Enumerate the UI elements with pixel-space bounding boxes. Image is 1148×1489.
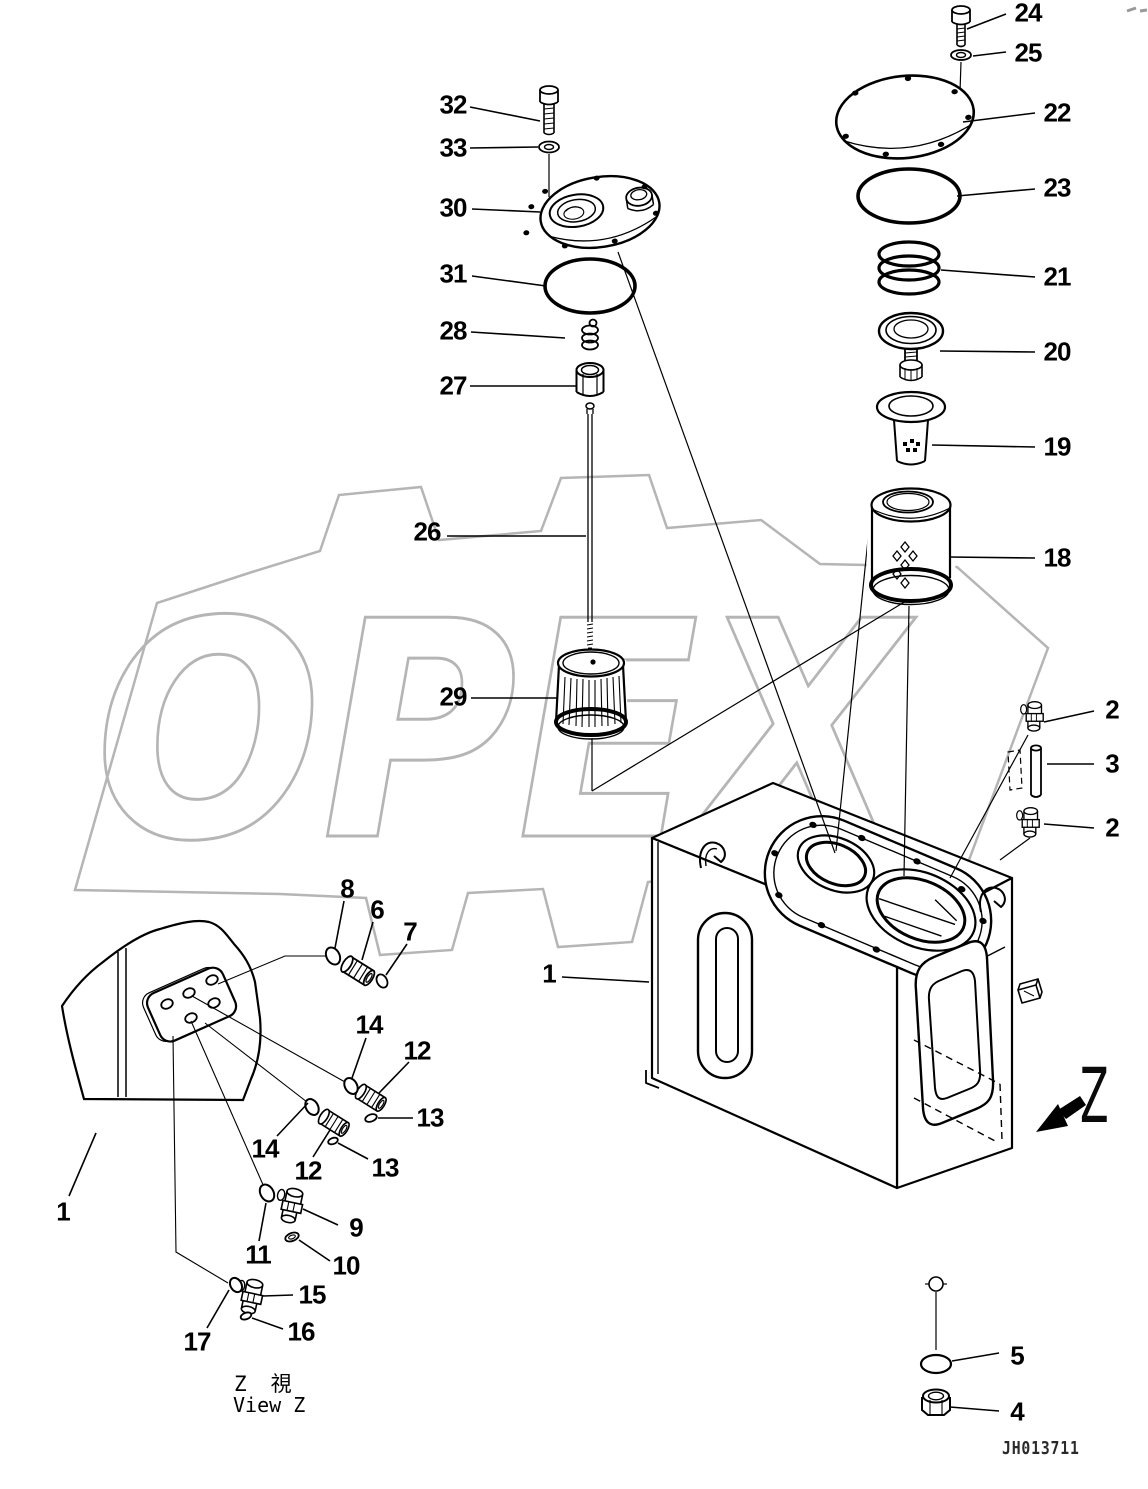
part-callout-28: 28	[439, 315, 468, 346]
part-callout-33: 33	[439, 132, 468, 163]
part-callout-6: 6	[370, 894, 385, 925]
part-callout-20: 20	[1043, 336, 1072, 367]
part-callout-2: 2	[1105, 694, 1120, 725]
part-callout-3: 3	[1105, 748, 1120, 779]
part-callout-12: 12	[294, 1155, 323, 1186]
lifting-hook-right	[979, 886, 1006, 913]
rod-26	[585, 402, 595, 649]
manhole-left	[796, 834, 876, 894]
part-callout-14: 14	[355, 1009, 384, 1040]
washer-33	[538, 140, 560, 154]
oring-14a	[343, 1077, 359, 1095]
bolt-32	[539, 85, 559, 136]
part-callout-26: 26	[413, 516, 442, 547]
part-callout-25: 25	[1014, 37, 1043, 68]
part-callout-2: 2	[1105, 812, 1120, 843]
spring-28	[581, 318, 599, 351]
view-z-marker: Z	[1080, 1051, 1109, 1140]
oring-8	[324, 946, 342, 966]
washer-25	[950, 49, 972, 61]
part-callout-8: 8	[340, 873, 355, 904]
callout-leader-lines	[68, 13, 1095, 1412]
bolt-24	[951, 5, 971, 48]
view-z-arrow	[1036, 1096, 1086, 1132]
drawing-id: JH013711	[1002, 1438, 1080, 1459]
strainer-19	[875, 390, 947, 466]
view-caption-z: Z	[234, 1372, 247, 1396]
manhole-right	[865, 868, 977, 952]
drain-parts	[919, 1292, 953, 1416]
oring-13b	[327, 1136, 339, 1146]
right-fittings	[1007, 701, 1044, 838]
part-callout-5: 5	[1010, 1340, 1025, 1371]
middle-parts-column	[523, 85, 661, 740]
part-callout-24: 24	[1014, 0, 1043, 28]
part-callout-11: 11	[245, 1239, 271, 1270]
part-callout-16: 16	[287, 1316, 316, 1347]
filter-29	[554, 648, 628, 740]
part-callout-1: 1	[542, 958, 557, 989]
part-callout-4: 4	[1010, 1396, 1025, 1427]
plate-to-fitting-lines	[172, 955, 346, 1284]
gear-outline	[73, 473, 1050, 957]
tube-3	[1030, 744, 1042, 798]
part-callout-17: 17	[183, 1326, 212, 1357]
part-callout-21: 21	[1043, 261, 1072, 292]
mounting-plate	[141, 966, 238, 1043]
part-callout-27: 27	[439, 370, 468, 401]
part-callout-32: 32	[439, 89, 468, 120]
part-callout-31: 31	[439, 258, 468, 289]
part-callout-18: 18	[1043, 542, 1072, 573]
part-callout-23: 23	[1043, 172, 1072, 203]
part-callout-14: 14	[251, 1133, 280, 1164]
oring-13a	[364, 1113, 378, 1123]
part-callout-12: 12	[403, 1035, 432, 1066]
assembly-axis-lines	[548, 61, 1031, 879]
cube-fitting	[1017, 978, 1043, 1004]
part-callout-1: 1	[56, 1196, 71, 1227]
part-callout-13: 13	[371, 1152, 400, 1183]
part-callout-10: 10	[332, 1250, 361, 1281]
cap-20	[877, 311, 945, 382]
left-assembly	[60, 919, 390, 1321]
internal-baffle-dashes	[913, 1039, 1003, 1143]
tube-slot-dashed	[1007, 749, 1023, 791]
lifting-hook-left	[699, 841, 726, 869]
part-callout-13: 13	[416, 1102, 445, 1133]
hydraulic-tank	[645, 781, 1043, 1292]
view-caption-kanji-char: 視	[270, 1372, 292, 1396]
oring-17	[228, 1276, 244, 1294]
part-callout-30: 30	[439, 192, 468, 223]
filter-18	[866, 487, 956, 606]
oring-16	[239, 1311, 253, 1321]
oring-5	[919, 1353, 953, 1375]
part-callout-19: 19	[1043, 431, 1072, 462]
right-parts-column	[834, 5, 976, 606]
rings-21	[877, 240, 941, 296]
corner-smudge-mark	[1126, 6, 1148, 13]
oring-7	[375, 973, 389, 989]
oring-11	[258, 1183, 276, 1203]
part-callout-9: 9	[349, 1212, 364, 1243]
part-callout-29: 29	[439, 681, 468, 712]
nut-27	[575, 362, 605, 397]
drain-plug-4	[921, 1388, 951, 1416]
part-callout-22: 22	[1043, 97, 1072, 128]
oring-14b	[304, 1098, 320, 1116]
view-caption-latin: View Z	[233, 1393, 306, 1417]
cover-22	[834, 74, 976, 160]
part-callout-7: 7	[403, 916, 418, 947]
oring-10	[284, 1231, 300, 1243]
part-callout-15: 15	[298, 1279, 327, 1310]
cover-30	[523, 174, 661, 250]
